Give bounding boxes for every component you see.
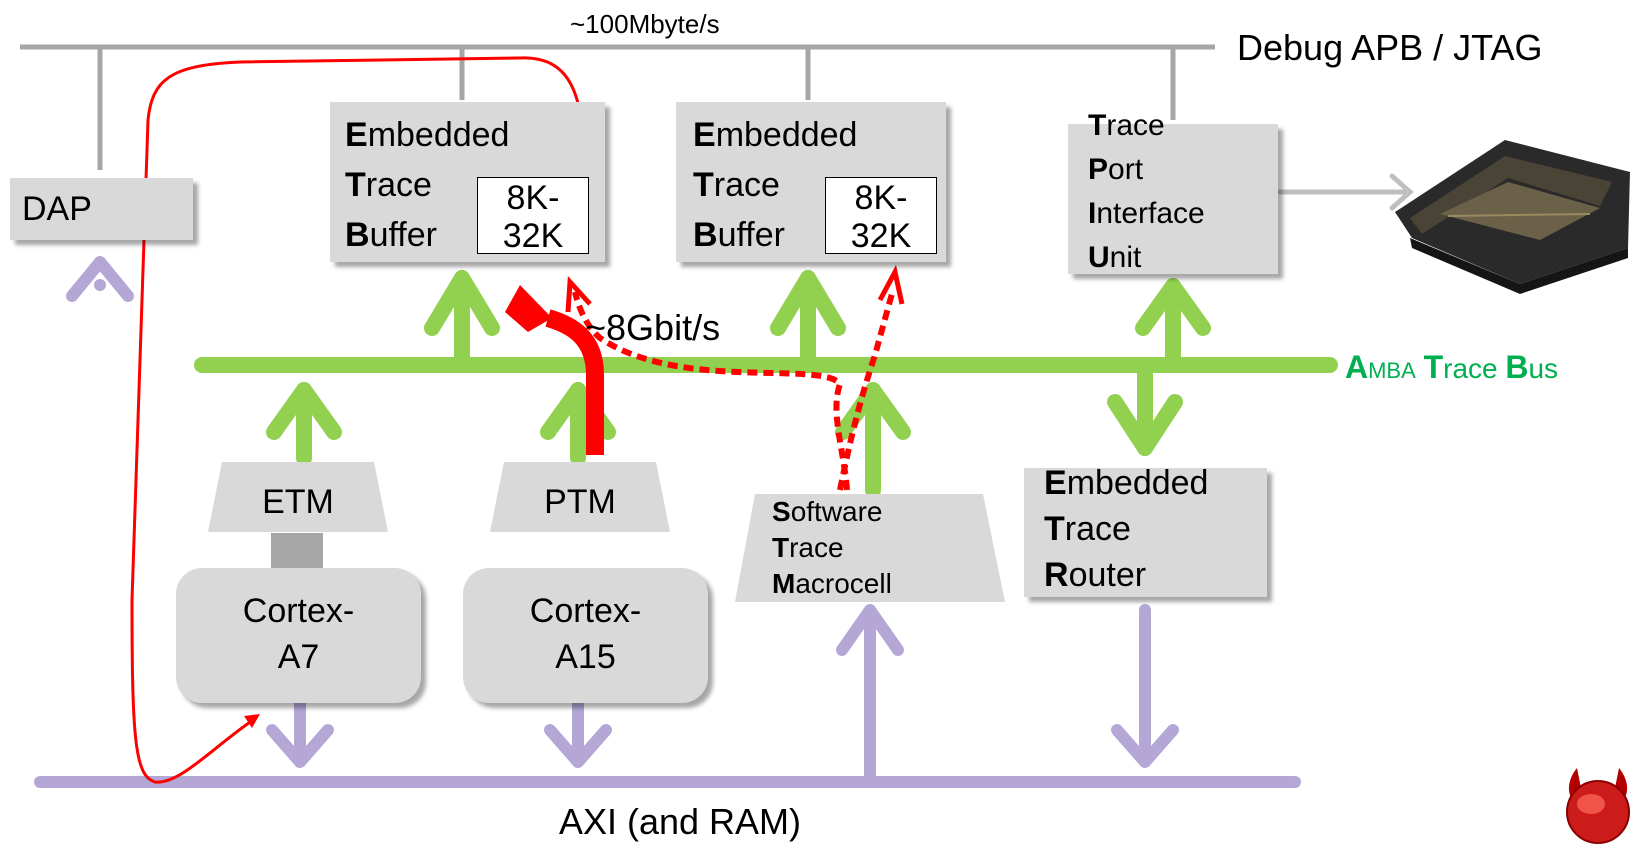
ptm-label: PTM [544,483,616,521]
etb-1-memory: 8K- 32K [477,177,589,255]
dap-label: DAP [22,190,92,228]
tpiu-block [1068,124,1278,274]
etr-block [1024,468,1267,597]
debug-readout-arrowhead [244,714,260,728]
ptm-trace-path [545,309,604,455]
etr-label: Embedded Trace Router [1044,464,1209,594]
axi-bus [34,256,1301,788]
stm-trace-arrowheads [565,264,905,313]
etb-2-memory: 8K- 32K [825,177,937,255]
cortex-a7-block [176,568,421,703]
stm-label: Software Trace Macrocell [772,496,892,599]
cortex-a15-block [463,568,708,703]
amba-trace-bus-label: AMBA Trace Bus [1345,349,1559,385]
debug-readout-path [130,56,587,784]
cortex-a15-label: Cortex- A15 [529,592,642,676]
debug-bus-rate: ~100Mbyte/s [570,9,720,39]
debug-bus [20,44,1215,170]
debug-bus-label: Debug APB / JTAG [1237,27,1543,68]
etb-1-label: Embedded Trace Buffer [345,116,510,254]
etm-a7-link [271,533,323,568]
etm-block [208,462,388,532]
trace-bus-rate: ~8Gbit/s [585,307,721,348]
etm-label: ETM [262,483,334,521]
cortex-a7-label: Cortex- A7 [242,592,355,676]
stm-trace-paths [572,289,896,491]
dap-block [10,178,193,240]
daemon-logo [1566,768,1630,844]
axi-bus-label: AXI (and RAM) [558,801,802,842]
tpiu-label: Trace Port Interface Unit [1088,109,1205,274]
trace-connector-image [1395,140,1630,294]
etb-2-label: Embedded Trace Buffer [693,116,858,254]
stm-block [735,494,1005,602]
tpiu-output-arrow [1277,173,1414,211]
trace-arrows [266,270,1211,498]
ptm-trace-arrowhead [505,285,552,332]
ptm-block [490,462,670,532]
